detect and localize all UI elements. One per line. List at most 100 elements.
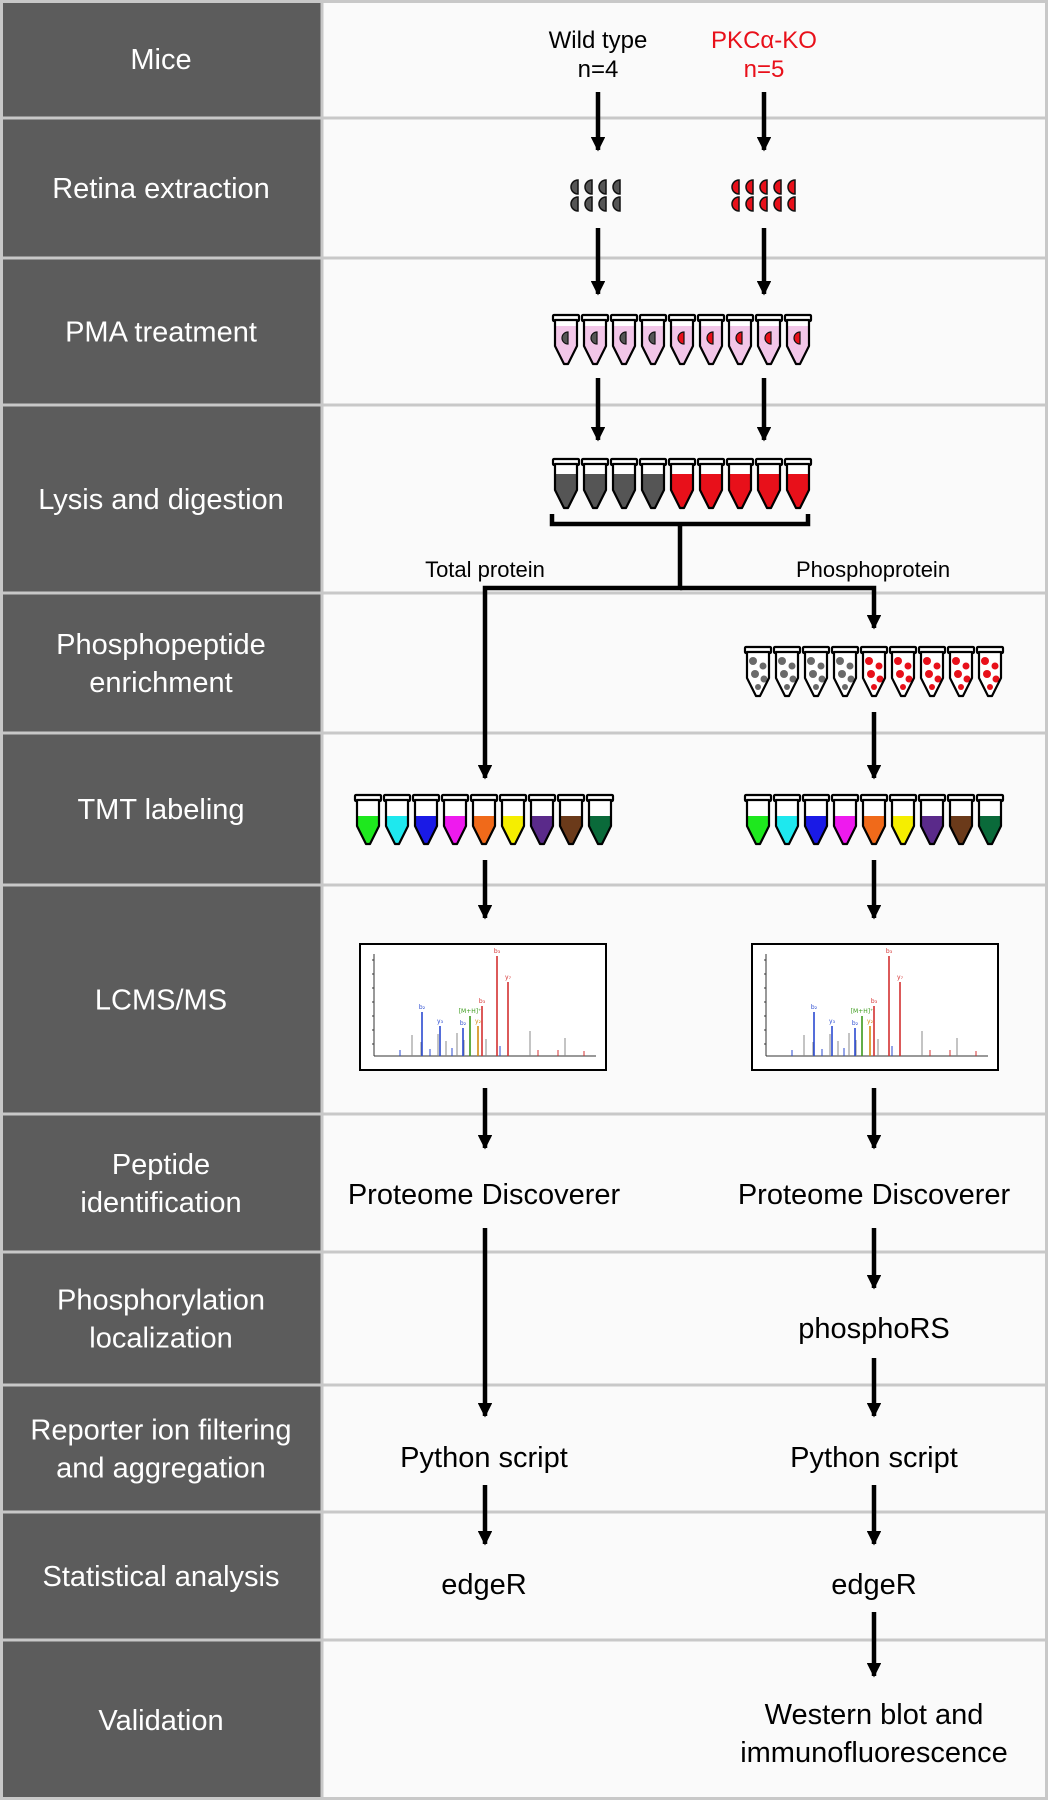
enrichment-tube <box>830 645 860 698</box>
tmt-tube <box>353 793 383 846</box>
bead-dot <box>789 675 797 683</box>
tmt-tube <box>556 793 586 846</box>
tube-fill <box>642 326 664 364</box>
enrichment-tube <box>859 645 889 698</box>
tube-outline <box>611 318 637 366</box>
tmt-tube <box>888 793 918 846</box>
spectrum-frame <box>751 943 999 1071</box>
ko-count: n=5 <box>744 56 785 83</box>
peak-label: b₂ <box>852 1020 859 1027</box>
enrichment-tube <box>743 645 773 698</box>
tube-liquid <box>671 326 693 364</box>
bead-dot <box>780 670 788 678</box>
validation-line-1: Western blot and <box>765 1699 984 1731</box>
tube-outline <box>698 318 724 366</box>
bead-dot <box>934 675 942 683</box>
retina-in-tube <box>648 331 656 345</box>
retina-piece <box>598 179 607 195</box>
bead-dot <box>904 662 912 670</box>
peak-label: b₂ <box>419 1004 426 1011</box>
enrichment-tube <box>946 645 976 698</box>
phospho-statistics-text: edgeR <box>831 1569 916 1601</box>
tmt-tube <box>946 793 976 846</box>
bead-dot <box>958 684 964 690</box>
tube-outline <box>727 318 753 366</box>
label-column <box>0 0 322 1800</box>
tube-outline <box>698 462 724 510</box>
pma-tube <box>667 313 697 366</box>
retina-piece <box>787 196 796 212</box>
bead-dot <box>962 662 970 670</box>
pma-tube <box>580 313 610 366</box>
tube-outline <box>890 650 916 698</box>
retina-in-tube <box>619 331 627 345</box>
phospho-localization-text: phosphoRS <box>798 1313 950 1345</box>
lysis-tube <box>609 457 639 510</box>
stage-label: enrichment <box>89 667 232 699</box>
bead-dot <box>865 657 873 665</box>
retina-piece <box>612 179 621 195</box>
bead-dot <box>760 675 768 683</box>
bead-dot <box>933 662 941 670</box>
retina-piece <box>612 196 621 212</box>
tube-outline <box>890 798 916 846</box>
enrichment-tubes <box>743 645 1005 698</box>
bead-dot <box>749 657 757 665</box>
pma-tube <box>551 313 581 366</box>
tmt-tube <box>527 793 557 846</box>
phospho-identification-text: Proteome Discoverer <box>738 1179 1011 1211</box>
tube-outline <box>640 318 666 366</box>
spectrum-frame <box>359 943 607 1071</box>
tube-outline <box>785 318 811 366</box>
bead-dot <box>896 670 904 678</box>
tube-outline <box>587 798 613 846</box>
stage-label: Phosphopeptide <box>56 629 266 661</box>
retina-in-tube <box>677 331 685 345</box>
bead-dot <box>905 675 913 683</box>
retina-piece <box>787 179 796 195</box>
tube-outline <box>948 798 974 846</box>
stage-label: Lysis and digestion <box>38 484 284 516</box>
stage-label: Phosphorylation <box>57 1285 265 1317</box>
bead-dot <box>954 670 962 678</box>
phospho-aggregation-text: Python script <box>790 1442 958 1474</box>
lysis-tube <box>638 457 668 510</box>
tube-outline <box>582 318 608 366</box>
tube-outline <box>977 798 1003 846</box>
bead-dot <box>923 657 931 665</box>
tube-outline <box>785 462 811 510</box>
tube-outline <box>413 798 439 846</box>
stage-label: Mice <box>130 44 191 76</box>
tube-liquid <box>555 326 577 364</box>
lysis-tube <box>696 457 726 510</box>
bead-dot <box>929 684 935 690</box>
retina-in-tube <box>590 331 598 345</box>
split-connector <box>680 585 877 600</box>
stage-label: Validation <box>98 1705 223 1737</box>
peak-label: y₇ <box>897 974 904 981</box>
stage-label: LCMS/MS <box>95 985 227 1017</box>
tube-outline <box>745 798 771 846</box>
bead-dot <box>991 662 999 670</box>
tube-fill <box>729 326 751 364</box>
bead-dot <box>751 670 759 678</box>
stage-label: Reporter ion filtering <box>30 1415 291 1447</box>
bead-dot <box>867 670 875 678</box>
tube-outline <box>803 650 829 698</box>
bead-dot <box>809 670 817 678</box>
tube-outline <box>640 462 666 510</box>
retina-piece <box>745 196 754 212</box>
total-statistics-text: edgeR <box>441 1569 526 1601</box>
peak-label: [M+H]⁺ <box>459 1008 482 1015</box>
wild-type-label: Wild type <box>549 27 648 54</box>
tmt-tubes-total <box>353 793 615 846</box>
tube-outline <box>471 798 497 846</box>
tmt-tube <box>917 793 947 846</box>
pma-tube <box>725 313 755 366</box>
tube-liquid <box>584 326 606 364</box>
peak-label: y₂ <box>867 1018 874 1025</box>
lysis-tube <box>580 457 610 510</box>
